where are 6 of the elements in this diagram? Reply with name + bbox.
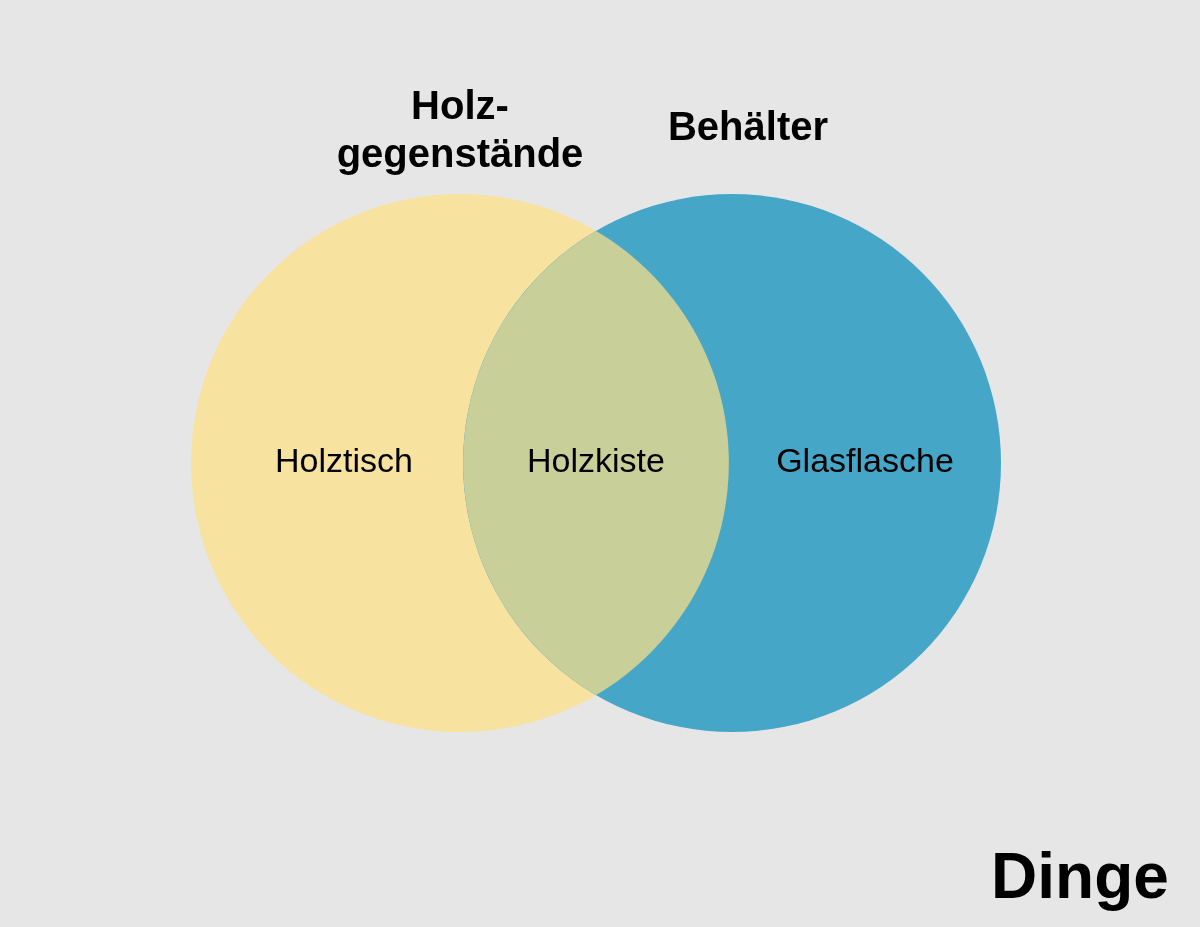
- element-label: Glasflasche: [776, 439, 954, 481]
- set-title: Holz- gegenstände: [335, 82, 585, 177]
- element-label: Holzkiste: [527, 439, 665, 481]
- set-title: Behälter: [667, 103, 829, 150]
- element-label: Holztisch: [275, 439, 413, 481]
- universe-label: Dinge: [991, 839, 1169, 914]
